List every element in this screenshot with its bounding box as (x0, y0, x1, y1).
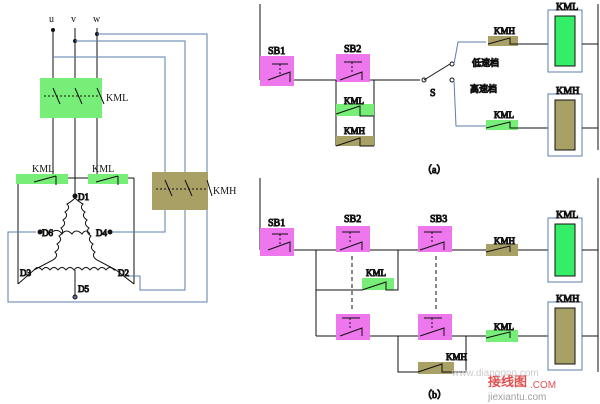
kmh-hold-b-label: KMH (446, 352, 468, 362)
terminal-d6-label: D6 (42, 228, 53, 238)
phase-w-label: w (93, 14, 101, 25)
caption-a: （a） (422, 164, 446, 176)
motor-winding: D1 D6 D4 D3 D2 D5 (17, 178, 135, 300)
kmh-coil-b-label: KMH (556, 294, 579, 305)
watermark-url: jiexiantu.com (487, 392, 546, 403)
watermark-cjk: 接线图 (488, 374, 527, 390)
kmh-hold-a (336, 136, 374, 146)
sb2-b-label: SB2 (344, 214, 361, 225)
phase-v-label: v (71, 14, 76, 25)
kml-interlock-a (486, 120, 518, 130)
kml-coil-a-label: KML (556, 2, 578, 13)
kml-aux-left (16, 174, 68, 184)
kml-hold-b-label: KML (366, 268, 386, 278)
watermark-logo: .COM (530, 380, 556, 391)
switch-s-label: S (430, 88, 436, 99)
sb1-b-label: SB1 (268, 218, 285, 229)
kml-coil-a (554, 15, 576, 67)
kmh-interlock-b-label: KMH (494, 236, 516, 246)
high-speed-label: 高速档 (470, 83, 497, 95)
sb3-b (418, 226, 452, 252)
control-circuit-a: SB1 SB2 KML KMH S 低速档 高速档 KMH KML (259, 2, 599, 177)
kml-interlock-b-label: KML (494, 322, 514, 332)
kml-main-contact-v (74, 87, 83, 105)
caption-b: （b） (422, 389, 447, 401)
kml-coil-b (554, 223, 576, 277)
switch-s-high (449, 77, 455, 83)
terminal-d4-label: D4 (96, 228, 107, 238)
phase-u-label: u (49, 14, 54, 25)
terminal-d1-label: D1 (78, 192, 89, 202)
sb2-a-label: SB2 (344, 44, 361, 55)
sb1-b (260, 228, 294, 256)
watermark: 接线图 www.diangong.com .COM jiexiantu.com (451, 368, 556, 403)
kml-aux-right-label: KML (92, 164, 114, 175)
kmh-main-contactor (152, 172, 208, 210)
terminal-d6 (37, 229, 43, 235)
kml-coil-b-label: KML (556, 210, 578, 221)
sb2-a (336, 54, 370, 82)
terminal-d5-label: D5 (78, 284, 89, 294)
low-speed-label: 低速档 (472, 57, 499, 69)
sb2-b (336, 226, 370, 252)
kmh-main-label: KMH (213, 186, 236, 197)
kmh-coil-a-label: KMH (556, 86, 579, 97)
kml-main-contactor (40, 78, 102, 118)
terminal-d3-label: D3 (20, 268, 31, 278)
switch-s-pivot (421, 77, 427, 83)
kml-interlock-a-label: KML (494, 110, 514, 120)
kml-main-label: KML (106, 93, 128, 104)
kml-aux-left-label: KML (32, 164, 54, 175)
sb1-a-label: SB1 (268, 46, 285, 57)
motor-main-circuit: u v w KML KML KML (7, 14, 236, 303)
kmh-hold-a-label: KMH (344, 126, 366, 136)
control-circuit-b: SB1 SB2 SB3 KML (259, 178, 599, 402)
terminal-d2-label: D2 (118, 268, 129, 278)
sb3-b-label: SB3 (430, 214, 447, 225)
kmh-interlock-a-label: KMH (494, 26, 516, 36)
sb1-a (260, 56, 294, 86)
switch-s-low (449, 61, 455, 67)
terminal-d4 (107, 229, 113, 235)
watermark-latin: www.diangong.com (451, 368, 539, 379)
kml-hold-a (336, 104, 374, 116)
kmh-hold-b (418, 362, 454, 374)
kml-main-contact-w (96, 87, 105, 105)
kml-hold-a-label: KML (344, 96, 364, 106)
kmh-coil-b (554, 307, 576, 365)
terminal-d5 (72, 294, 78, 300)
kmh-interlock-a (488, 36, 518, 46)
terminal-d1 (72, 193, 78, 199)
kmh-coil-a (554, 99, 576, 151)
